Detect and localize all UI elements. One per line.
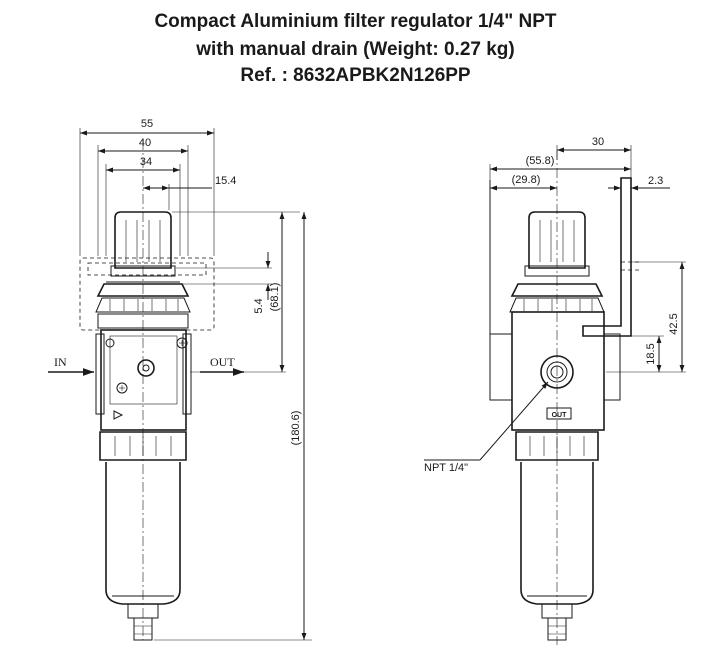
side-manual-drain [541,603,573,641]
svg-text:15.4: 15.4 [215,175,236,187]
dim-42-5: 42.5 [606,261,686,373]
front-view: IN OUT 55 40 34 15.4 [48,118,312,641]
dim-55-8: (55.8) [489,155,631,334]
side-adjustment-knob [524,211,590,277]
svg-text:(55.8): (55.8) [526,155,555,167]
dim-5-4: 5.4 [176,252,272,314]
front-body [95,329,192,431]
front-manual-drain [127,603,159,641]
dim-68-1: (68.1) [172,211,300,373]
side-bowl-guard [515,431,599,461]
side-body: OUT [489,311,621,431]
svg-text:40: 40 [139,137,151,149]
dim-18-5: 18.5 [631,335,664,372]
dim-2-3: 2.3 [608,175,670,212]
title-line-2: with manual drain (Weight: 0.27 kg) [196,39,515,60]
dim-55: 55 [79,118,215,256]
title-line-1: Compact Aluminium filter regulator 1/4" … [154,11,557,32]
dim-40: 40 [97,137,189,256]
front-bowl-guard [99,431,187,461]
dim-30: 30 [556,136,632,178]
svg-text:18.5: 18.5 [645,343,657,364]
label-out: OUT [210,355,235,369]
title-line-3: Ref. : 8632APBK2N126PP [240,65,471,86]
leader-npt: NPT 1/4" [424,381,549,474]
dim-180-6: (180.6) [154,212,312,641]
front-bracket-slot [87,262,207,276]
label-in: IN [54,355,67,369]
label-npt: NPT 1/4" [424,462,468,474]
dim-29-8: (29.8) [490,174,557,191]
svg-text:30: 30 [592,136,604,148]
side-port-label: OUT [552,412,568,419]
svg-text:2.3: 2.3 [648,175,663,187]
svg-text:(68.1): (68.1) [269,283,281,312]
front-adjustment-knob [106,211,180,283]
side-view: OUT NPT 1/4" [424,136,686,645]
dim-15-4: 15.4 [143,175,236,210]
flow-direction-icon [113,410,124,420]
svg-text:5.4: 5.4 [253,298,265,313]
dim-34: 34 [105,156,181,256]
svg-text:42.5: 42.5 [668,313,680,334]
svg-text:34: 34 [140,156,152,168]
svg-text:(29.8): (29.8) [512,174,541,186]
side-port [540,355,574,389]
front-bonnet [95,283,191,329]
svg-text:55: 55 [141,118,153,130]
svg-text:(180.6): (180.6) [290,411,302,446]
